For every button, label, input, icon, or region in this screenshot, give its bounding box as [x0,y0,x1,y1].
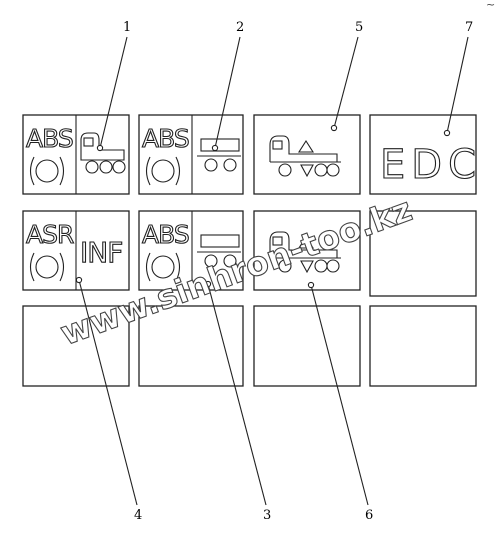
panel-edc: EDC [369,114,482,195]
abs-circle-icon [29,156,65,186]
panel-truck-level-2 [253,210,361,291]
panel-empty [369,210,477,297]
panel-abs-trailer: ABS [138,114,244,195]
callout-1: 1 [123,20,131,35]
arrow-up-icon [297,235,315,249]
abs-label: ABS [142,220,189,249]
callout-6: 6 [365,508,373,523]
panel-truck-level [253,114,361,195]
callout-5: 5 [355,20,363,35]
panel-empty [369,305,477,387]
truck-icon [269,135,341,177]
arrow-up-icon [297,139,315,153]
callout-3: 3 [263,508,271,523]
inf-label: INF [80,236,122,269]
asr-label: ASR [26,220,74,249]
panel-abs-trailer-2: ABS [138,210,244,291]
arrow-down-icon [300,260,314,274]
callout-2: 2 [236,20,244,35]
panel-asr-inf: ASR INF [22,210,130,291]
watermark: www.sinhron-too.kz [55,189,417,352]
leader-lines [78,36,469,506]
panel-abs-tractor: ABS [22,114,130,195]
trailer-icon [197,234,241,268]
abs-label: ABS [26,124,73,153]
panel-empty [22,305,130,387]
callout-7: 7 [465,20,473,35]
truck-icon [269,231,341,273]
abs-circle-icon [145,252,181,282]
corner-mark: ~ [486,0,495,11]
panel-empty [253,305,361,387]
panel-empty [138,305,244,387]
arrow-down-icon [300,164,314,178]
callout-4: 4 [134,508,142,523]
tractor-unit-icon [80,132,126,174]
asr-circle-icon [29,252,65,282]
abs-label: ABS [142,124,189,153]
trailer-icon [197,138,241,172]
edc-label: EDC [380,142,482,188]
leader-dots [75,124,451,289]
abs-circle-icon [145,156,181,186]
